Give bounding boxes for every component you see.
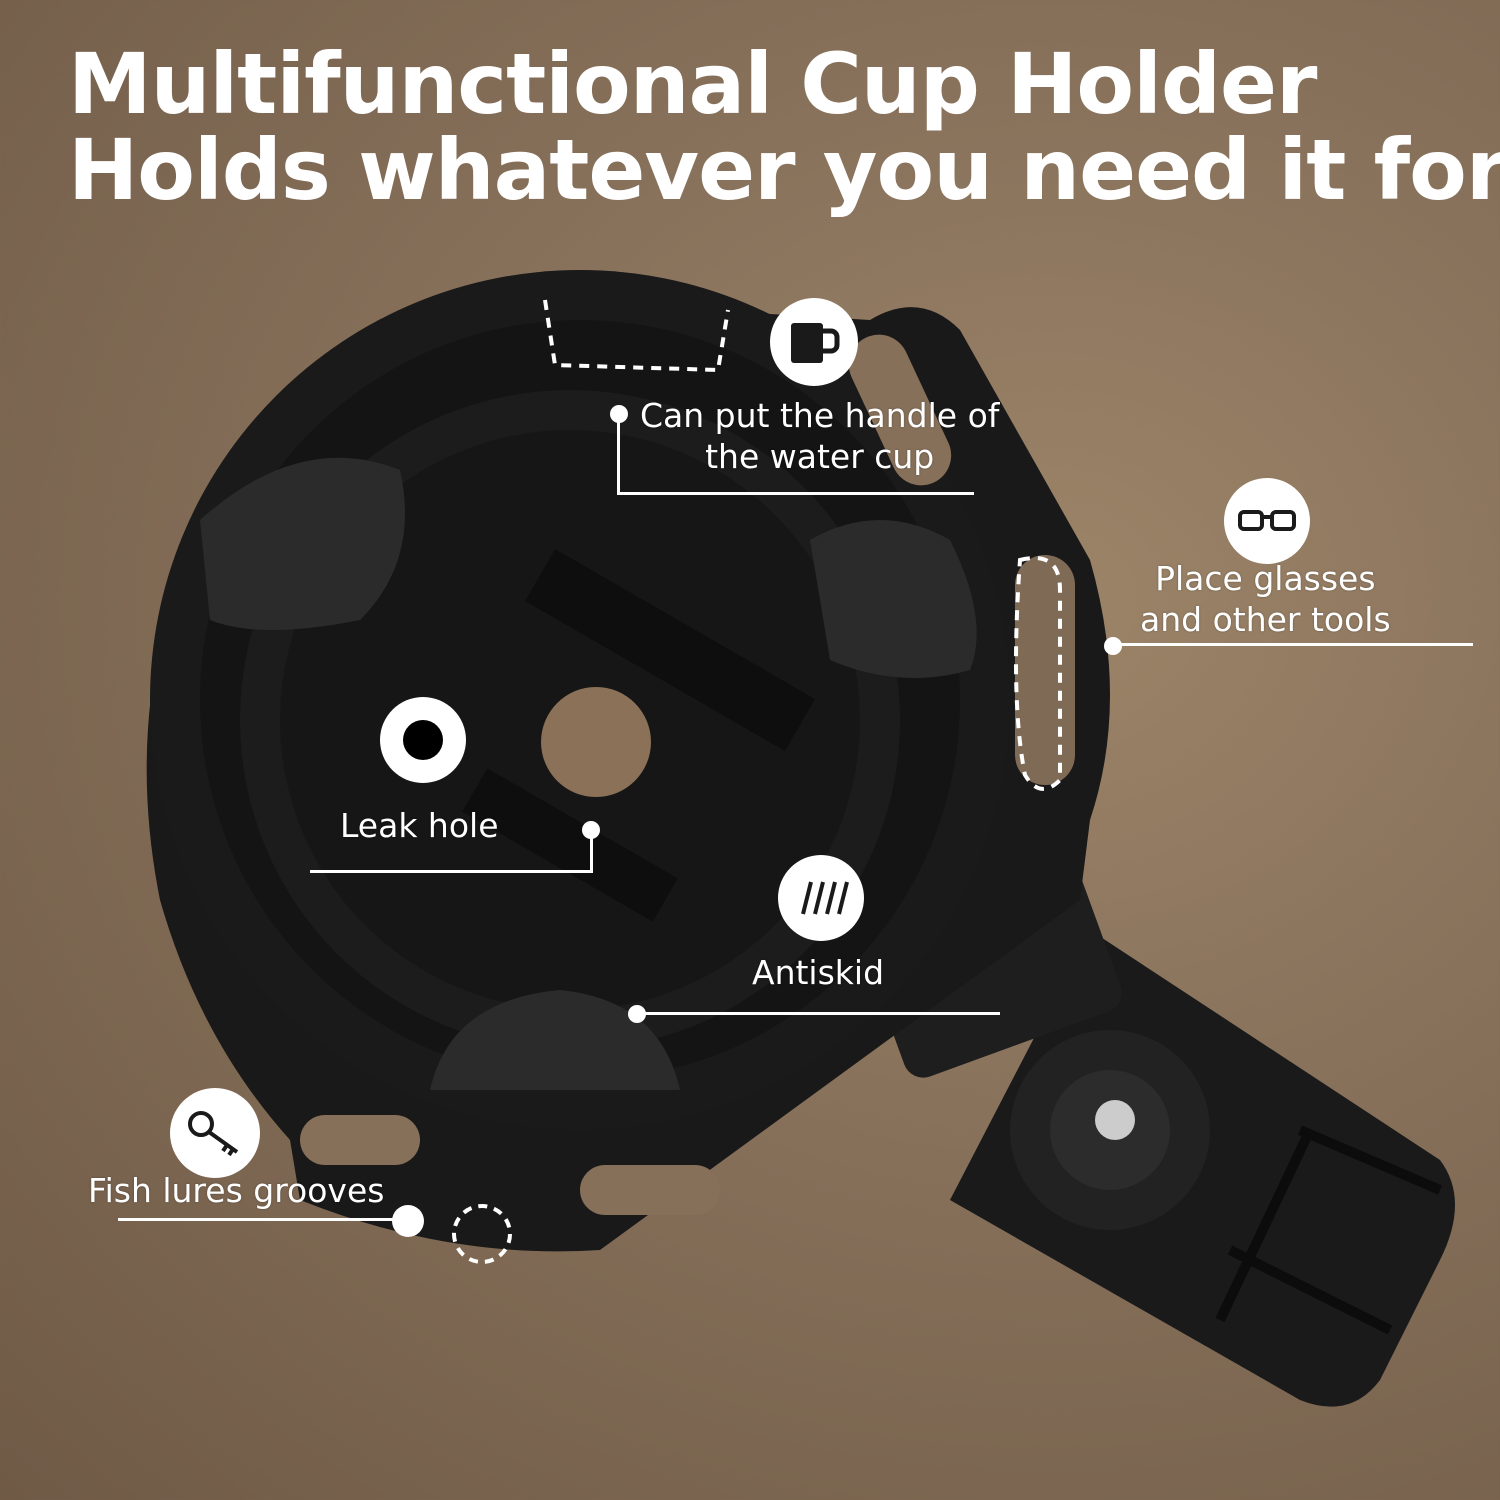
callout-leak-label: Leak hole xyxy=(340,806,499,845)
callout-line xyxy=(310,870,593,873)
callout-line xyxy=(617,492,974,495)
callout-handle-label: Can put the handle of the water cup xyxy=(640,395,999,478)
callout-line xyxy=(118,1218,408,1221)
mug-icon xyxy=(770,298,858,386)
callout-fish-lures-label: Fish lures grooves xyxy=(88,1171,385,1210)
callout-text: Can put the handle of xyxy=(640,396,1000,435)
callout-line xyxy=(637,1012,1000,1015)
callout-text: and other tools xyxy=(1140,600,1391,640)
glasses-icon xyxy=(1224,478,1310,564)
callout-dot xyxy=(1104,637,1122,655)
callout-dot xyxy=(392,1205,424,1237)
antiskid-icon xyxy=(778,855,864,941)
key-icon xyxy=(170,1088,260,1178)
callout-text: the water cup xyxy=(705,437,935,477)
callout-glasses-label: Place glasses and other tools xyxy=(1140,558,1391,641)
headline-line-2: Holds whatever you need it for xyxy=(68,121,1500,219)
callout-antiskid-label: Antiskid xyxy=(752,953,885,992)
hole-icon xyxy=(380,697,466,783)
callout-text: Place glasses xyxy=(1155,559,1376,598)
headline-line-1: Multifunctional Cup Holder xyxy=(68,35,1317,133)
callout-line xyxy=(617,414,620,494)
callout-line xyxy=(1113,643,1473,646)
callout-line xyxy=(590,830,593,872)
